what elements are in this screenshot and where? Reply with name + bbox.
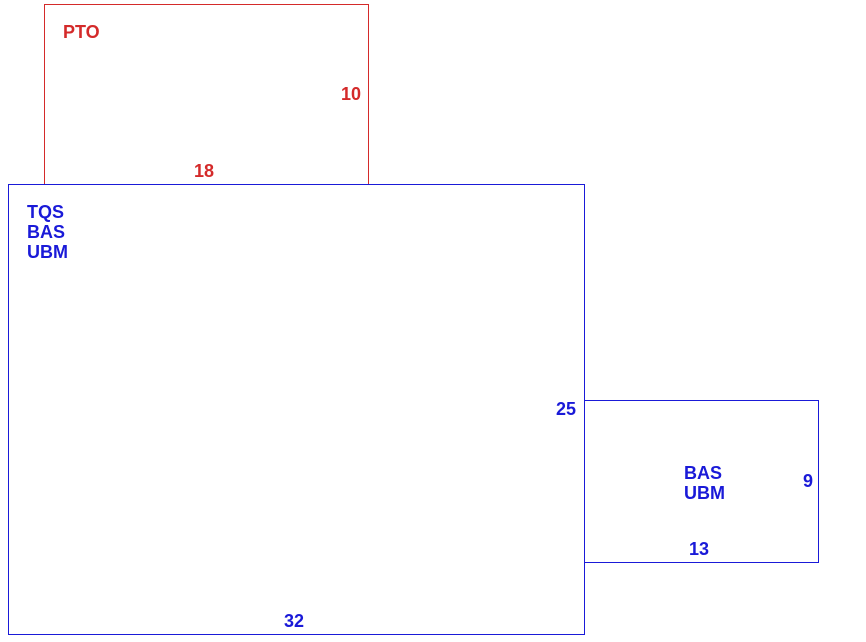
main-area-code: TQS bbox=[27, 202, 65, 222]
side-area-code: BAS bbox=[684, 463, 723, 483]
upper-area-codes: PTO bbox=[63, 22, 100, 42]
side-area-outline bbox=[584, 400, 819, 563]
upper-area-width-label: 18 bbox=[194, 161, 215, 181]
main-area-width-label: 32 bbox=[284, 611, 305, 631]
main-area-outline bbox=[8, 184, 585, 635]
upper-area-code: PTO bbox=[63, 22, 100, 42]
side-area-width-label: 13 bbox=[689, 539, 710, 559]
main-area-height-label: 25 bbox=[556, 399, 577, 419]
main-area-codes: TQS BAS UBM bbox=[27, 202, 68, 262]
side-area-codes: BAS UBM bbox=[684, 463, 725, 503]
upper-area-height-label: 10 bbox=[341, 84, 362, 104]
side-area-code: UBM bbox=[684, 483, 725, 503]
side-area-height-label: 9 bbox=[803, 471, 814, 491]
main-area-code: BAS bbox=[27, 222, 66, 242]
main-area-code: UBM bbox=[27, 242, 68, 262]
